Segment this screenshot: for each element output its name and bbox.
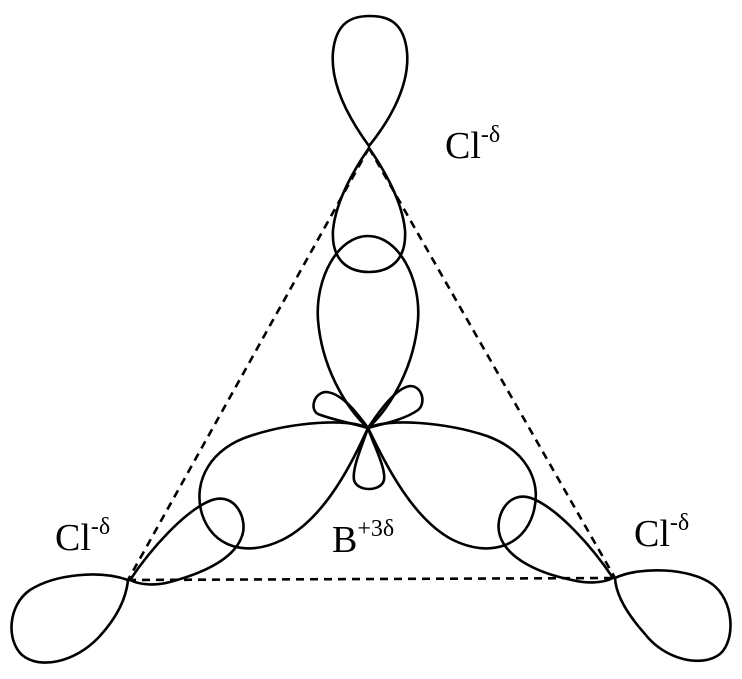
cl-top-label: Cl-δ [445,122,500,167]
bond-triangle [126,147,617,582]
b-small-lobe-upper-right [366,384,424,430]
cl-left-p-orbital [10,497,245,664]
bond-left-right [127,576,616,582]
boron-label: B+3δ [332,516,394,561]
cl-right-label-charge: -δ [670,510,689,536]
boron-label-base: B [332,519,357,561]
cl-right-p-orbital [497,495,732,663]
b-small-lobe-bottom [352,426,386,491]
b-sp2-lobe-left [198,421,370,550]
b-sp2-lobe-right [366,421,538,550]
cl-right-label-base: Cl [634,513,670,555]
cl-top-label-charge: -δ [481,122,500,148]
cl-left-inner-lobe [128,497,245,586]
cl-right-inner-lobe [497,495,615,584]
bond-top-left [126,147,371,581]
cl-left-outer-lobe [10,573,130,664]
bond-top-right [367,147,617,579]
boron-label-charge: +3δ [357,516,394,542]
cl-left-label: Cl-δ [55,514,110,559]
cl-left-label-charge: -δ [91,514,110,540]
cl-top-p-orbital [331,14,409,274]
b-sp2-lobe-top [316,234,420,430]
b-small-lobes [312,384,424,491]
cl-right-outer-lobe [613,569,732,663]
b-small-lobe-upper-left [312,390,370,430]
cl-top-inner-lobe [331,146,407,274]
cl-top-outer-lobe [331,14,409,148]
cl-left-label-base: Cl [55,517,91,559]
cl-right-label: Cl-δ [634,510,689,555]
cl-top-label-base: Cl [445,125,481,167]
